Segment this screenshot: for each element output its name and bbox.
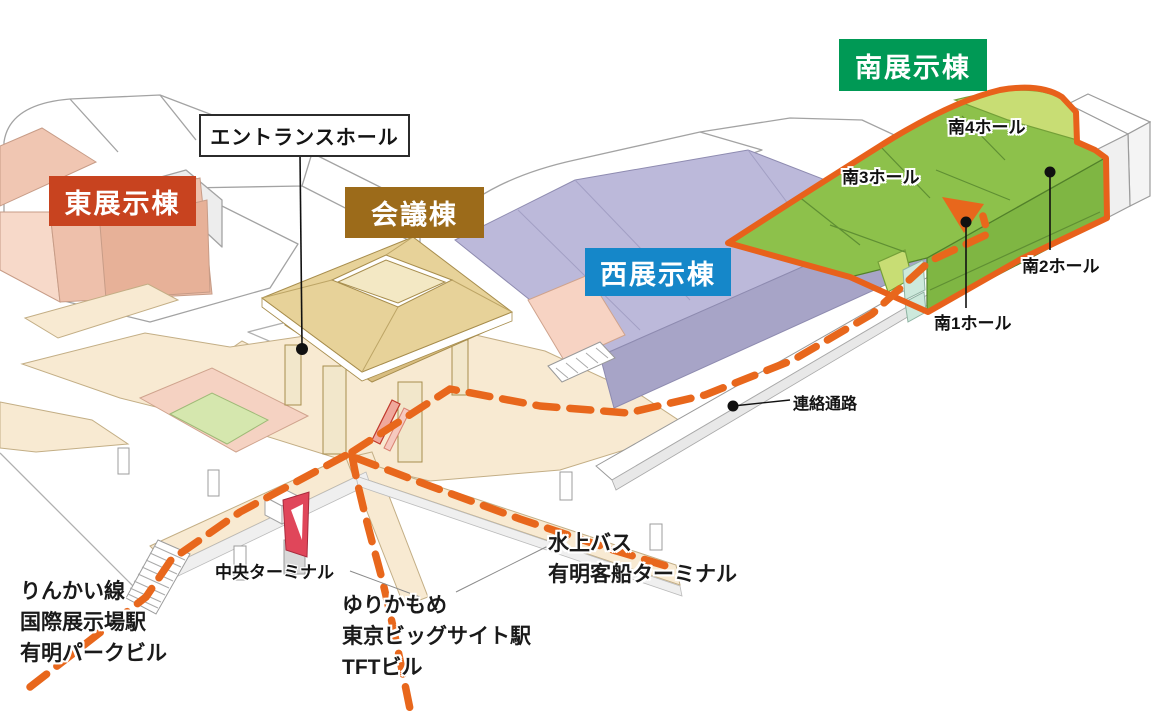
south-building-highlight-outline [725, 84, 1110, 315]
west-building-label: 西展示棟 [585, 248, 731, 296]
conference-tower-shape [260, 236, 514, 463]
route-waterbus [352, 454, 680, 573]
route-yurikamome [348, 451, 415, 718]
south-hall-1-label: 南1ホール [934, 314, 1012, 333]
rinkai-building-name: 有明パークビル [20, 642, 167, 665]
waterbus-name: 水上バス [548, 532, 632, 555]
rinkai-access-label: りんかい線 国際展示場駅 有明パークビル [20, 576, 167, 669]
entrance-hall-label: エントランスホール [199, 114, 410, 157]
central-terminal-label: 中央ターミナル [215, 563, 334, 582]
south-building-label: 南展示棟 [839, 39, 987, 91]
saw-sculpture [282, 491, 310, 575]
yurikamome-station-name: 東京ビッグサイト駅 [342, 625, 531, 648]
south-hall-3-label: 南3ホール [842, 168, 920, 187]
walkway-pillars [117, 447, 663, 581]
garden-terrace [138, 367, 310, 453]
route-corridor [348, 212, 992, 456]
route-arrow-head [942, 197, 984, 233]
yurikamome-line-name: ゆりかもめ [342, 594, 447, 617]
south-building-shape [726, 87, 1108, 313]
rinkai-line-name: りんかい線 [20, 580, 125, 603]
corridor-label: 連絡通路 [793, 396, 858, 413]
entrance-escalator [547, 341, 616, 383]
corridor-walkway [595, 275, 949, 491]
yurikamome-building-name: TFTビル [342, 656, 423, 679]
pedestrian-routes [26, 212, 992, 718]
waterbus-terminal-name: 有明客船ターミナル [548, 563, 737, 586]
south-hall-4-label: 南4ホール [948, 118, 1026, 137]
rinkai-station-name: 国際展示場駅 [20, 611, 146, 634]
yurikamome-access-label: ゆりかもめ 東京ビッグサイト駅 TFTビル [342, 590, 531, 683]
callout-leaders [296, 153, 1056, 598]
conference-building-label: 会議棟 [345, 187, 484, 238]
waterbus-access-label: 水上バス 有明客船ターミナル [548, 528, 737, 590]
route-rinkai [26, 448, 356, 691]
south-hall-2-label: 南2ホール [1022, 257, 1100, 276]
east-building-label: 東展示棟 [49, 176, 196, 226]
